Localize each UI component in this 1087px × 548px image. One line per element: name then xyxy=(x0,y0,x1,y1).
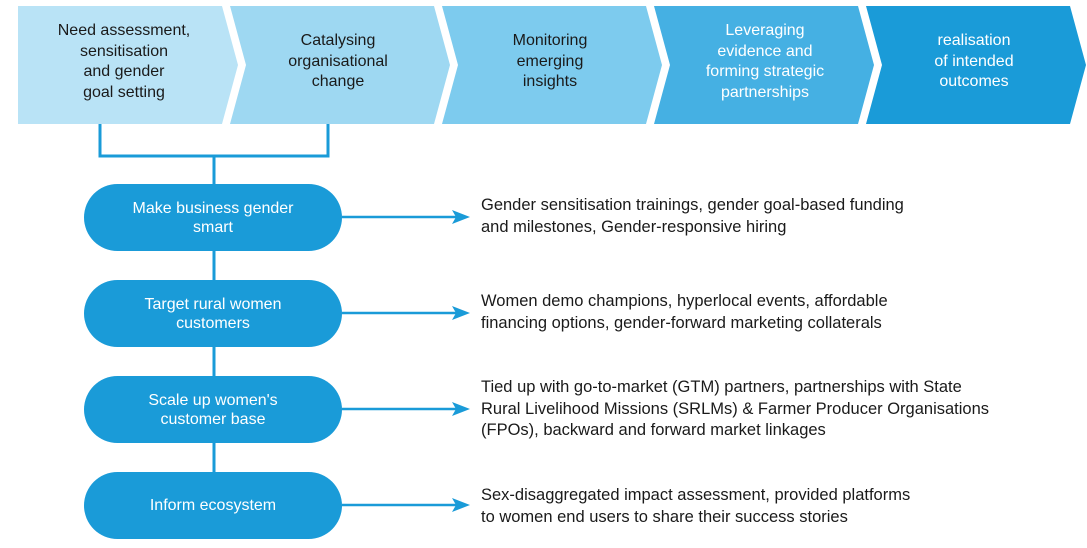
stage-4-chevron xyxy=(654,6,874,124)
stage-2-chevron xyxy=(230,6,450,124)
action-pill-1: Make business gender smart xyxy=(84,184,342,251)
action-4-description: Sex-disaggregated impact assessment, pro… xyxy=(481,486,911,526)
arrow-2-head xyxy=(452,306,470,320)
stage-5-label-box: realisation of intended outcomes xyxy=(886,0,1062,124)
stage-2-label: Catalysing organisational change xyxy=(288,32,388,91)
stage-3-label-box: Monitoring emerging insights xyxy=(460,0,640,124)
arrow-3-head xyxy=(452,402,470,416)
action-2-description: Women demo champions, hyperlocal events,… xyxy=(481,292,888,332)
action-pill-4: Inform ecosystem xyxy=(84,472,342,539)
action-3-description: Tied up with go-to-market (GTM) partners… xyxy=(481,378,990,439)
stage-5-chevron xyxy=(866,6,1086,124)
stage-1-label-box: Need assessment, sensitisation and gende… xyxy=(18,0,230,124)
action-pill-2: Target rural women customers xyxy=(84,280,342,347)
bracket-connector xyxy=(98,124,330,158)
stage-4-label: Leveraging evidence and forming strategi… xyxy=(705,22,825,101)
action-2-label: Target rural women customers xyxy=(144,295,282,332)
stage-4-label-box: Leveraging evidence and forming strategi… xyxy=(672,0,858,124)
stage-chevrons xyxy=(18,6,1086,124)
stage-1-chevron xyxy=(18,6,238,124)
action-3-label: Scale up women's customer base xyxy=(148,391,278,428)
stage-1-label: Need assessment, sensitisation and gende… xyxy=(57,22,191,101)
action-1-label: Make business gender smart xyxy=(132,199,294,236)
action-4-label: Inform ecosystem xyxy=(149,497,277,514)
action-arrows xyxy=(342,210,470,512)
stage-5-label: realisation of intended outcomes xyxy=(934,32,1014,91)
stage-2-label-box: Catalysing organisational change xyxy=(248,0,428,124)
arrow-4-head xyxy=(452,498,470,512)
stage-3-chevron xyxy=(442,6,662,124)
action-1-description: Gender sensitisation trainings, gender g… xyxy=(481,196,904,236)
connector-lines xyxy=(98,124,330,472)
arrow-1-head xyxy=(452,210,470,224)
stage-3-label: Monitoring emerging insights xyxy=(512,32,588,91)
action-pill-3: Scale up women's customer base xyxy=(84,376,342,443)
